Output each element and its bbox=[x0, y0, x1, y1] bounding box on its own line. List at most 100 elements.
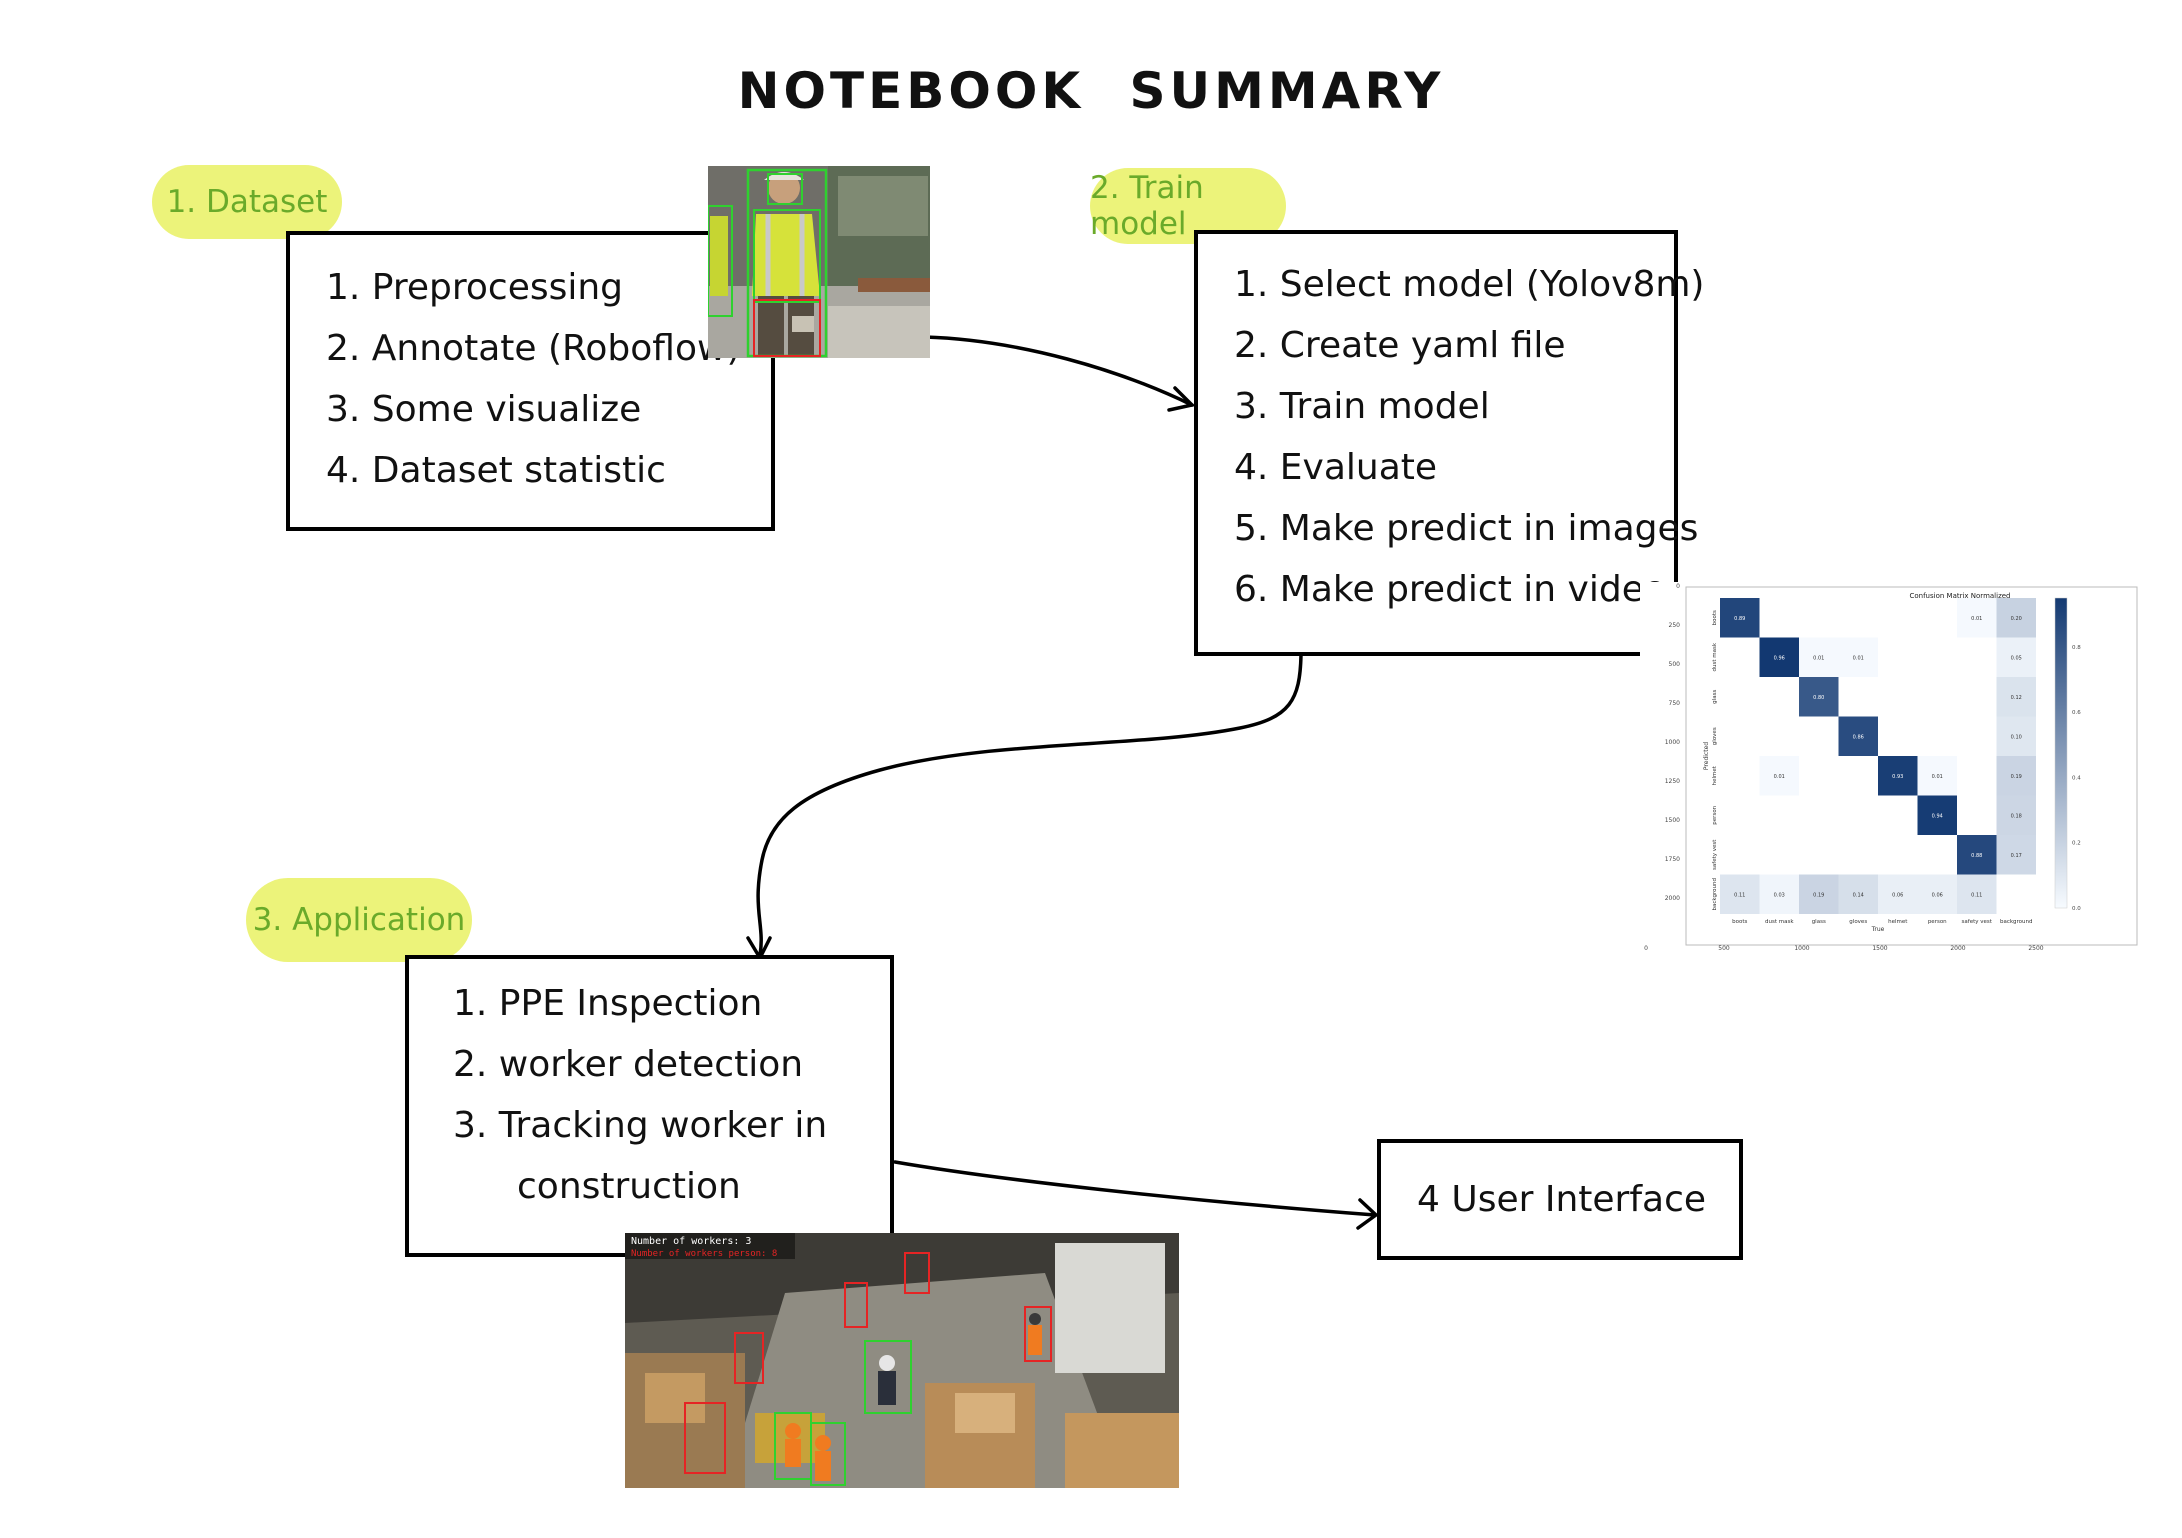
matrix-cell-value: 0.01 bbox=[1853, 655, 1864, 661]
list-item: construction bbox=[517, 1166, 741, 1207]
matrix-cell bbox=[1720, 874, 1760, 914]
dataset-tag: 1. Dataset bbox=[152, 165, 342, 239]
train-tag: 2. Train model bbox=[1090, 168, 1286, 244]
user-interface-label: 4 User Interface bbox=[1417, 1179, 1707, 1220]
application-box: 1. PPE Inspection 2. worker detection 3.… bbox=[405, 955, 894, 1257]
outer-y-tick: 1000 bbox=[1665, 739, 1680, 746]
list-item: 1. Select model (Yolov8m) bbox=[1234, 264, 1705, 305]
matrix-cell bbox=[1759, 637, 1799, 677]
matrix-xlabel: True bbox=[1871, 926, 1885, 933]
matrix-cell bbox=[1878, 756, 1918, 796]
matrix-title: Confusion Matrix Normalized bbox=[1909, 592, 2010, 600]
matrix-cell-value: 0.01 bbox=[1932, 774, 1943, 780]
list-item: 6. Make predict in video bbox=[1234, 569, 1666, 610]
matrix-cell bbox=[1838, 716, 1878, 756]
outer-y-tick: 500 bbox=[1669, 661, 1681, 668]
matrix-x-label: gloves bbox=[1849, 919, 1867, 925]
page-title: NOTEBOOK SUMMARY bbox=[737, 62, 1445, 120]
matrix-cell-value: 0.06 bbox=[1932, 892, 1943, 898]
matrix-x-label: dust mask bbox=[1765, 919, 1794, 925]
matrix-cell-value: 0.88 bbox=[1971, 853, 1982, 859]
outer-y-tick: 750 bbox=[1669, 700, 1681, 707]
dataset-box: 1. Preprocessing 2. Annotate (Roboflow) … bbox=[286, 231, 775, 531]
outer-y-tick: 0 bbox=[1676, 583, 1680, 590]
arrow-train-to-application bbox=[756, 653, 1303, 957]
worker-person-count-text: Number of workers person: 8 bbox=[631, 1249, 777, 1259]
application-steps: 1. PPE Inspection 2. worker detection 3.… bbox=[453, 973, 890, 1217]
matrix-cell-value: 0.06 bbox=[1892, 892, 1903, 898]
arrow-application-to-ui bbox=[893, 1160, 1377, 1217]
matrix-cell-value: 0.93 bbox=[1892, 774, 1903, 780]
outer-x-tick: 0 bbox=[1644, 945, 1648, 952]
matrix-x-label: safety vest bbox=[1962, 919, 1993, 925]
matrix-cell-value: 0.86 bbox=[1853, 734, 1864, 740]
matrix-cell-value: 0.19 bbox=[2011, 774, 2022, 780]
user-interface-box: 4 User Interface bbox=[1377, 1139, 1743, 1260]
matrix-cell-value: 0.18 bbox=[2011, 813, 2022, 819]
matrix-x-label: person bbox=[1928, 919, 1947, 925]
matrix-cell bbox=[1878, 874, 1918, 914]
matrix-cell-value: 0.20 bbox=[2011, 616, 2022, 622]
matrix-y-label: safety vest bbox=[1712, 839, 1718, 870]
worker-count-text: Number of workers: 3 bbox=[631, 1236, 751, 1247]
outer-x-tick: 1500 bbox=[1872, 945, 1887, 952]
annotated-worker-image bbox=[708, 166, 930, 358]
train-tag-label: 2. Train model bbox=[1090, 170, 1204, 242]
matrix-y-label: glass bbox=[1712, 690, 1718, 704]
matrix-y-label: helmet bbox=[1712, 765, 1718, 785]
matrix-cell bbox=[1996, 835, 2036, 875]
dataset-steps: 1. Preprocessing 2. Annotate (Roboflow) … bbox=[326, 257, 771, 501]
colorbar-tick: 0.2 bbox=[2072, 841, 2081, 847]
arrow-dataset-to-train bbox=[923, 335, 1194, 407]
list-item: 4. Evaluate bbox=[1234, 447, 1438, 488]
train-box: 1. Select model (Yolov8m) 2. Create yaml… bbox=[1194, 230, 1705, 656]
outer-y-tick: 1500 bbox=[1665, 817, 1680, 824]
matrix-cell-value: 0.11 bbox=[1971, 892, 1982, 898]
matrix-y-label: boots bbox=[1712, 610, 1718, 625]
outer-x-tick: 1000 bbox=[1794, 945, 1809, 952]
matrix-cell-value: 0.96 bbox=[1774, 655, 1785, 661]
matrix-cell-value: 0.11 bbox=[1734, 892, 1745, 898]
matrix-cell bbox=[1799, 874, 1839, 914]
matrix-cell bbox=[1799, 677, 1839, 717]
matrix-cell-value: 0.80 bbox=[1813, 695, 1824, 701]
matrix-cell bbox=[1720, 598, 1760, 638]
matrix-cell-value: 0.89 bbox=[1734, 616, 1745, 622]
matrix-y-label: person bbox=[1712, 805, 1718, 824]
matrix-ylabel: Predicted bbox=[1703, 742, 1710, 770]
outer-x-tick: 500 bbox=[1718, 945, 1730, 952]
matrix-cell bbox=[1917, 756, 1957, 796]
list-item: 4. Dataset statistic bbox=[326, 450, 666, 491]
matrix-cell bbox=[1917, 874, 1957, 914]
matrix-cell bbox=[1957, 835, 1997, 875]
matrix-cell bbox=[1996, 716, 2036, 756]
matrix-cell bbox=[1996, 677, 2036, 717]
matrix-x-label: glass bbox=[1812, 919, 1826, 925]
outer-y-tick: 250 bbox=[1669, 622, 1681, 629]
list-item: 3. Tracking worker in bbox=[453, 1105, 828, 1146]
matrix-cell bbox=[1996, 756, 2036, 796]
matrix-cell bbox=[1759, 874, 1799, 914]
matrix-x-label: background bbox=[2000, 919, 2033, 925]
matrix-cell bbox=[1799, 637, 1839, 677]
dataset-tag-label: 1. Dataset bbox=[166, 184, 328, 220]
colorbar-tick: 0.0 bbox=[2072, 906, 2081, 912]
matrix-cell-value: 0.10 bbox=[2011, 734, 2022, 740]
colorbar-tick: 0.8 bbox=[2072, 645, 2081, 651]
matrix-cell-value: 0.01 bbox=[1971, 616, 1982, 622]
matrix-cell bbox=[1759, 756, 1799, 796]
outer-x-tick: 2000 bbox=[1950, 945, 1965, 952]
matrix-cell bbox=[1996, 598, 2036, 638]
application-tag-label: 3. Application bbox=[252, 902, 466, 938]
list-item: 1. Preprocessing bbox=[326, 267, 624, 308]
arrow-application-to-ui-head bbox=[1356, 1198, 1379, 1230]
list-item: 2. worker detection bbox=[453, 1044, 804, 1085]
list-item: 2. Annotate (Roboflow) bbox=[326, 328, 741, 369]
matrix-cell-value: 0.14 bbox=[1853, 892, 1864, 898]
matrix-cell bbox=[1957, 598, 1997, 638]
outer-y-tick: 1750 bbox=[1665, 856, 1680, 863]
matrix-cell bbox=[1838, 874, 1878, 914]
matrix-cell bbox=[1838, 637, 1878, 677]
